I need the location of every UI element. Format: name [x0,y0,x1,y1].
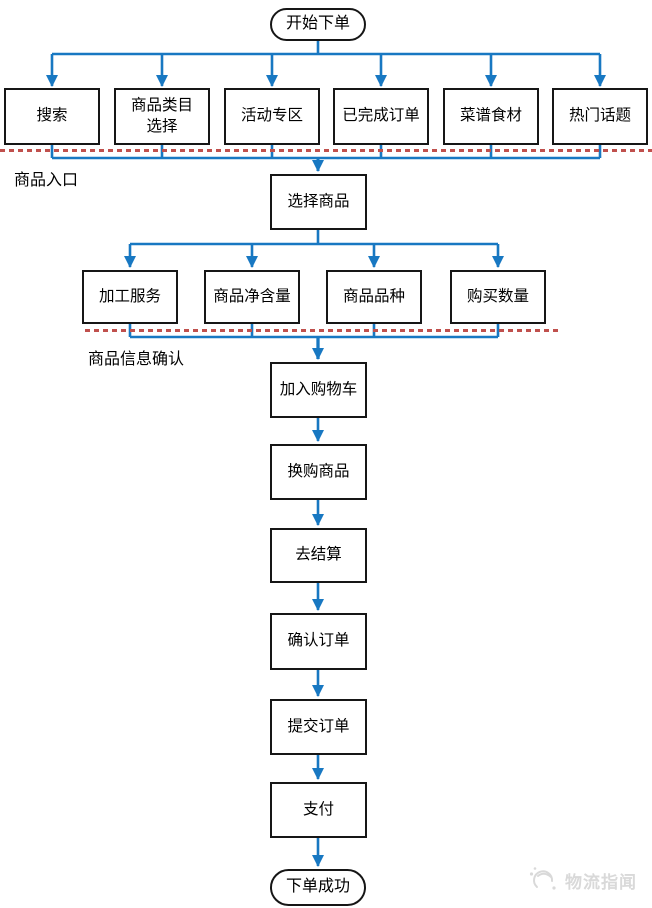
node-end-label: 下单成功 [285,878,350,896]
section-label-product-info-confirm: 商品信息确认 [88,351,185,368]
swirl-logo-icon [529,867,556,890]
node-checkout: 去结算 [270,528,367,583]
node-label: 提交订单 [287,717,350,735]
watermark: 物流指闻 [528,864,637,896]
node-entry-recipe-ingredients: 菜谱食材 [443,88,539,145]
divider-product-entry [0,149,652,152]
node-label: 确认订单 [287,632,350,650]
watermark-text: 物流指闻 [565,872,637,892]
divider-product-info [85,329,560,332]
node-label: 商品品种 [342,287,405,305]
node-pay: 支付 [270,782,367,838]
node-select-product: 选择商品 [270,174,367,230]
node-start-label: 开始下单 [285,15,350,33]
node-net-content: 商品净含量 [204,270,300,324]
node-entry-category-select: 商品类目 选择 [114,88,210,145]
node-entry-activity-zone: 活动专区 [224,88,320,145]
node-purchase-quantity: 购买数量 [450,270,546,324]
node-start: 开始下单 [270,8,366,41]
node-add-to-cart: 加入购物车 [270,362,367,418]
section-label-product-entry: 商品入口 [14,172,79,189]
node-product-variety: 商品品种 [326,270,422,324]
node-label: 搜索 [36,107,68,125]
node-label: 去结算 [295,546,342,564]
node-label: 购买数量 [466,287,529,305]
node-end-success: 下单成功 [270,869,366,906]
node-processing-service: 加工服务 [82,270,178,324]
node-label: 商品类目 选择 [130,97,193,135]
node-entry-search: 搜索 [4,88,100,145]
node-label: 支付 [302,800,334,818]
node-label: 热门话题 [568,107,631,125]
node-confirm-order: 确认订单 [270,613,367,670]
node-label: 加工服务 [98,287,161,305]
node-submit-order: 提交订单 [270,699,367,755]
node-label: 活动专区 [240,107,303,125]
node-entry-completed-orders: 已完成订单 [333,88,429,145]
node-label: 已完成订单 [342,107,420,125]
node-label: 加入购物车 [279,380,358,398]
node-label: 商品净含量 [213,287,291,305]
node-exchange-product: 换购商品 [270,444,367,500]
node-entry-hot-topics: 热门话题 [552,88,648,145]
node-label: 选择商品 [287,192,350,210]
node-label: 换购商品 [287,462,350,480]
node-label: 菜谱食材 [459,107,522,125]
